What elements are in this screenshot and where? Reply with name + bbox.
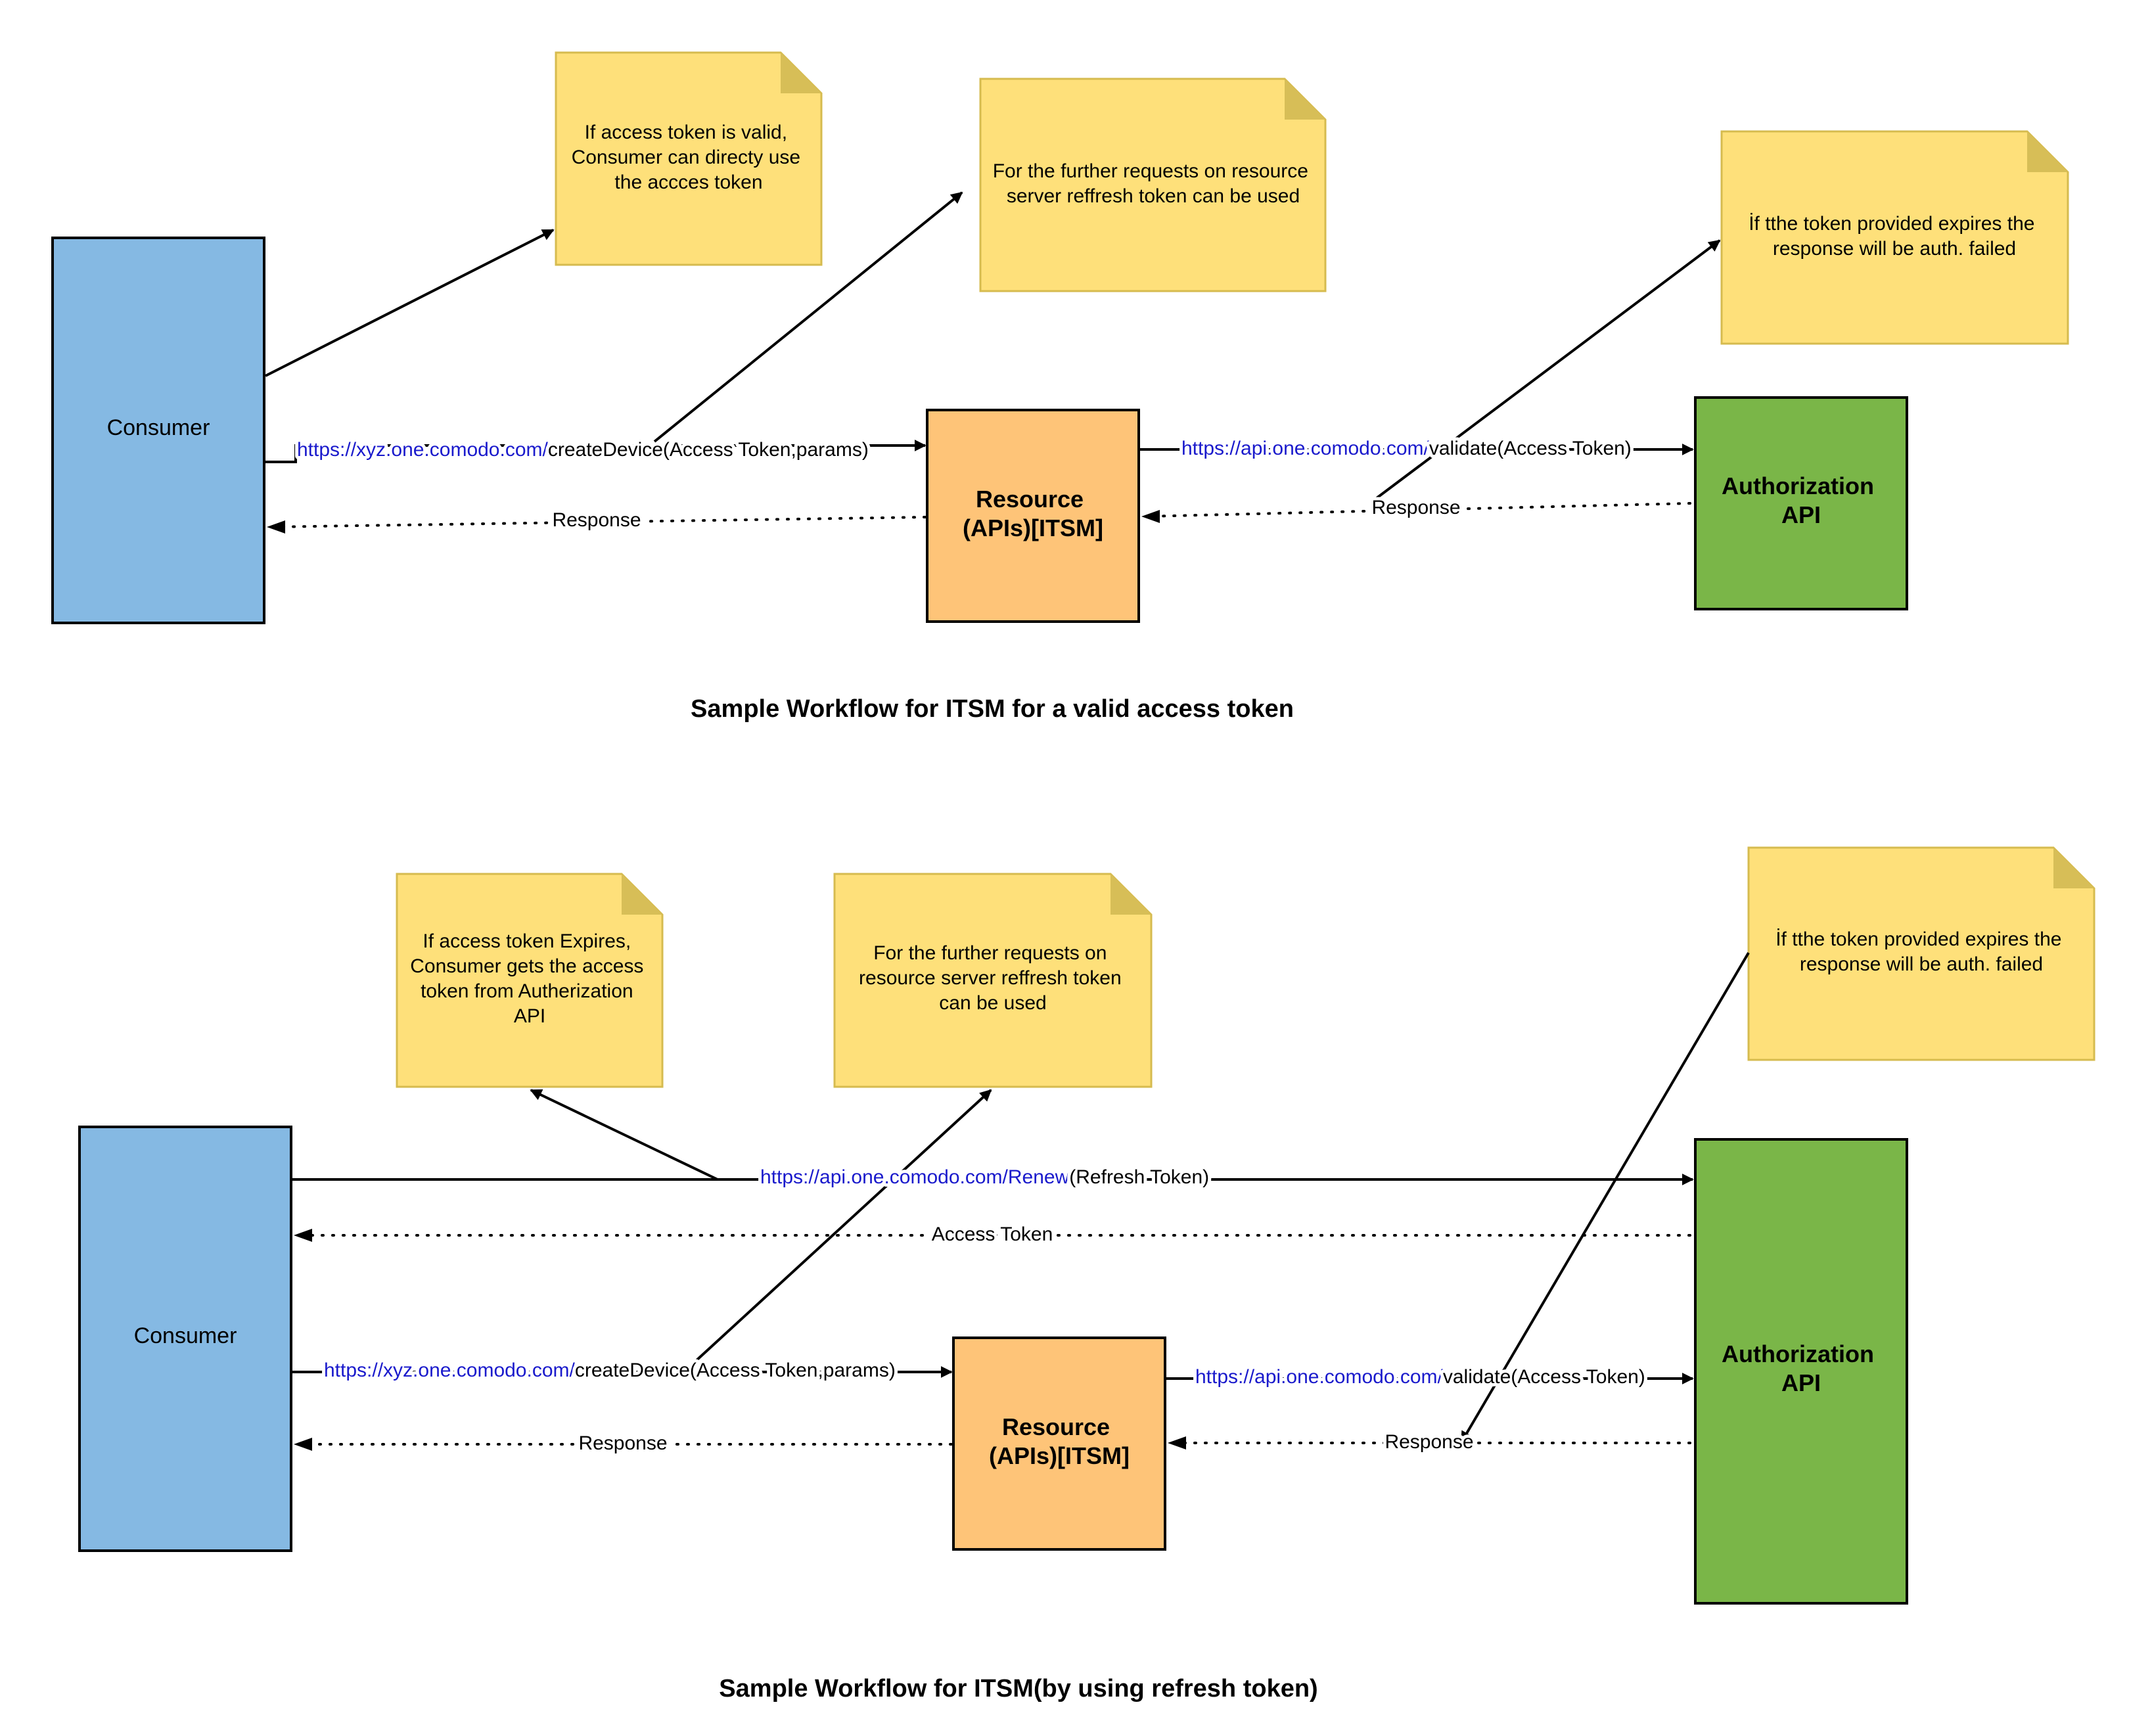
request-call: createDevice(Access Token,params) — [548, 439, 869, 461]
consumer-label: Consumer — [134, 1323, 237, 1348]
bottom-response-arrowhead — [294, 1438, 312, 1451]
svg-text:If access token Expires,: If access token Expires, Consumer gets t… — [410, 930, 649, 1027]
note-fold-icon — [1110, 874, 1151, 915]
top-validate-response-line — [1144, 502, 1691, 518]
top-note-token-expired: İf tthe token provided expires the respo… — [1720, 130, 2069, 345]
top-workflow: If access token is valid, Consumer can d… — [51, 51, 2069, 723]
bottom-validate-response-arrowhead — [1168, 1436, 1186, 1450]
consumer-label: Consumer — [107, 415, 210, 440]
bottom-workflow: If access token Expires, Consumer gets t… — [78, 846, 2095, 1702]
note-line: Consumer gets the access — [410, 955, 643, 977]
svg-text:For the further requests on: For the further requests on resource ser… — [859, 942, 1127, 1014]
top-response-label: Response — [552, 509, 641, 531]
note-line: If access token is valid, — [585, 122, 787, 143]
note-fold-icon — [2053, 848, 2094, 888]
note-line: response will be auth. failed — [1800, 953, 2043, 975]
bottom-access-token-label: Access Token — [932, 1223, 1053, 1245]
note-line: can be used — [939, 992, 1046, 1014]
note-line: Consumer can directy use — [572, 147, 801, 168]
svg-text:Resource (APIs)[ITSM]: Resource (APIs)[ITSM] — [963, 486, 1103, 541]
top-response-to-note3-arrow — [1375, 239, 1721, 499]
bottom-access-token-arrowhead — [294, 1229, 312, 1242]
svg-text:For the further requests on re: For the further requests on resource ser… — [993, 160, 1314, 207]
bottom-response-label: Response — [578, 1432, 667, 1454]
top-validate-label: https://api.one.comodo.com/validate(Acce… — [1181, 438, 1632, 459]
note-line: İf tthe token provided expires the — [1775, 928, 2061, 950]
top-note-refresh-token: For the further requests on resource ser… — [979, 78, 1327, 292]
note-fold-icon — [781, 53, 821, 93]
top-resource-box: Resource (APIs)[ITSM] — [926, 409, 1140, 623]
auth-sub-label: API — [1781, 501, 1821, 528]
renew-url: https://api.one.comodo.com/Renew — [760, 1166, 1070, 1188]
bottom-renew-label: https://api.one.comodo.com/Renew(Refresh… — [760, 1166, 1209, 1188]
note-line: server reffresh token can be used — [1007, 185, 1300, 207]
bottom-resource-box: Resource (APIs)[ITSM] — [952, 1336, 1166, 1551]
note-body — [396, 873, 664, 1088]
note-line: resource server reffresh token — [859, 967, 1122, 989]
resource-sub-label: (APIs)[ITSM] — [963, 514, 1103, 541]
note-fold-icon — [1285, 79, 1325, 120]
auth-label: Authorization — [1722, 1340, 1874, 1367]
bottom-request-to-note2-arrow — [694, 1089, 992, 1363]
bottom-request-label: https://xyz.one.comodo.com/createDevice(… — [324, 1359, 896, 1381]
bottom-note-token-expires: If access token Expires, Consumer gets t… — [396, 873, 664, 1088]
top-diagram-title: Sample Workflow for ITSM for a valid acc… — [691, 695, 1294, 723]
renew-call: (Refresh Token) — [1069, 1166, 1209, 1188]
request-url: https://xyz.one.comodo.com/ — [324, 1359, 576, 1381]
svg-text:Authorization API: Authorization API — [1722, 472, 1881, 528]
note-line: For the further requests on — [873, 942, 1107, 964]
note-fold-icon — [622, 874, 662, 915]
note-body — [1720, 130, 2069, 345]
top-request-label: https://xyz.one.comodo.com/createDevice(… — [297, 439, 869, 461]
resource-label: Resource — [1002, 1413, 1110, 1440]
auth-sub-label: API — [1781, 1369, 1821, 1396]
resource-sub-label: (APIs)[ITSM] — [989, 1442, 1130, 1469]
note-body — [1747, 846, 2095, 1061]
svg-text:İf tthe token provided expires: İf tthe token provided expires the respo… — [1775, 928, 2067, 975]
note-body — [555, 51, 823, 266]
validate-call: validate(Access Token) — [1443, 1366, 1645, 1388]
top-validate-response-label: Response — [1371, 497, 1460, 518]
top-validate-response-arrowhead — [1141, 510, 1160, 523]
top-consumer-box: Consumer — [51, 237, 265, 624]
note-line: API — [514, 1005, 545, 1027]
note-line: If access token Expires, — [423, 930, 631, 952]
top-response-arrowhead — [267, 520, 285, 534]
validate-url: https://api.one.comodo.com/ — [1181, 438, 1430, 459]
bottom-auth-box: Authorization API — [1694, 1138, 1908, 1605]
bottom-validate-label: https://api.one.comodo.com/validate(Acce… — [1195, 1366, 1645, 1388]
note-line: For the further requests on resource — [993, 160, 1308, 182]
request-call: createDevice(Access Token,params) — [575, 1359, 896, 1381]
svg-text:Resource (APIs)[ITSM]: Resource (APIs)[ITSM] — [989, 1413, 1130, 1469]
top-request-arrow — [265, 440, 927, 463]
note-line: the accces token — [614, 171, 762, 193]
note-fold-icon — [2027, 131, 2068, 172]
bottom-consumer-box: Consumer — [78, 1126, 292, 1552]
auth-label: Authorization — [1722, 472, 1874, 499]
top-note-valid-token: If access token is valid, Consumer can d… — [555, 51, 823, 266]
bottom-note-refresh-token: For the further requests on resource ser… — [833, 873, 1153, 1088]
svg-text:If access token is valid,: If access token is valid, Consumer can d… — [572, 122, 806, 193]
resource-label: Resource — [976, 486, 1084, 513]
note-body — [979, 78, 1327, 292]
bottom-validate-response-label: Response — [1385, 1431, 1473, 1453]
note-body — [833, 873, 1153, 1088]
bottom-note3-to-response-arrow — [1460, 951, 1750, 1444]
bottom-note-token-expired: İf tthe token provided expires the respo… — [1747, 846, 2095, 1061]
svg-text:Authorization API: Authorization API — [1722, 1340, 1881, 1396]
validate-call: validate(Access Token) — [1429, 438, 1632, 459]
validate-url: https://api.one.comodo.com/ — [1195, 1366, 1444, 1388]
bottom-diagram-title: Sample Workflow for ITSM(by using refres… — [719, 1675, 1317, 1702]
note-line: response will be auth. failed — [1773, 238, 2016, 260]
note-line: İf tthe token provided expires the — [1749, 213, 2034, 235]
note-line: token from Autherization — [421, 980, 633, 1002]
top-response-line — [269, 516, 927, 528]
top-auth-box: Authorization API — [1694, 396, 1908, 610]
request-url: https://xyz.one.comodo.com/ — [297, 439, 549, 461]
top-consumer-to-note1-arrow — [265, 229, 555, 377]
bottom-renew-to-note1-arrow — [530, 1089, 718, 1181]
top-request-to-note2-arrow — [653, 191, 963, 443]
svg-text:İf tthe token provided expires: İf tthe token provided expires the respo… — [1749, 213, 2040, 260]
